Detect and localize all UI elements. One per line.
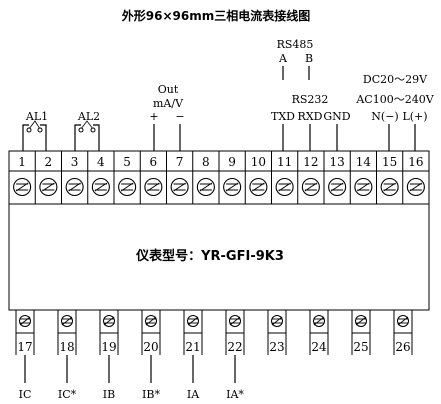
rs485-group: RS485 A B (277, 38, 314, 80)
bottom-terminal: 23 (267, 309, 287, 355)
bottom-terminal-strip: 17 18 19 20 21 22 23 24 25 26 (15, 309, 413, 355)
bottom-terminal: 22 (225, 309, 245, 355)
top-terminal: 10 (244, 151, 268, 204)
current-input-lead: IB* (142, 355, 160, 401)
power-ac-range: AC100～240V (355, 93, 434, 106)
meter-body: 仪表型号：YR-GFI-9K3 (8, 203, 430, 311)
top-terminal-number: 9 (228, 155, 236, 169)
bottom-terminal: 26 (393, 309, 413, 355)
bottom-terminal: 24 (309, 309, 329, 355)
current-input-lead: IC (19, 355, 32, 401)
rs232-rxd: RXD (298, 110, 323, 123)
top-terminal: 6 (139, 151, 163, 204)
rs485-a: A (278, 52, 288, 65)
analog-output-plus: + (149, 110, 158, 123)
current-inputs: IC IC* IB IB* IA IA* (19, 355, 244, 401)
bottom-terminal-number: 24 (311, 340, 327, 354)
rs232-gnd: GND (323, 110, 350, 123)
rs485-b: B (305, 52, 313, 65)
rs232-txd: TXD (271, 110, 295, 123)
top-terminal-number: 8 (202, 155, 210, 169)
top-terminal-number: 15 (382, 155, 397, 169)
top-terminal-number: 12 (303, 155, 318, 169)
top-terminal: 1 (13, 155, 32, 197)
bottom-terminal: 19 (99, 309, 119, 355)
rs485-title: RS485 (277, 38, 314, 51)
bottom-terminal: 17 (15, 309, 35, 355)
bottom-terminal-number: 19 (101, 340, 116, 354)
top-terminal: 16 (402, 151, 425, 204)
current-input-label: IB* (142, 388, 160, 401)
top-terminal-number: 1 (18, 155, 26, 169)
top-terminal: 3 (61, 151, 84, 204)
bottom-terminal-number: 21 (185, 340, 200, 354)
top-terminal: 8 (192, 151, 215, 204)
top-terminal: 12 (297, 151, 320, 204)
bottom-terminal-number: 20 (143, 340, 158, 354)
diagram-title: 外形96×96mm三相电流表接线图 (122, 8, 310, 23)
top-terminal-number: 16 (408, 155, 423, 169)
bottom-terminal-number: 25 (353, 340, 368, 354)
top-terminal: 15 (376, 151, 399, 204)
relay-al2: AL2 (74, 110, 100, 151)
model-label: 仪表型号：YR-GFI-9K3 (135, 248, 284, 264)
rs232-title: RS232 (292, 93, 329, 106)
current-input-label: IA* (226, 388, 244, 401)
bottom-terminal: 20 (141, 309, 161, 355)
top-terminal-number: 6 (150, 155, 158, 169)
analog-output: Out mA/V + − (149, 83, 185, 151)
top-terminal: 13 (323, 151, 347, 204)
current-input-label: IC* (58, 388, 77, 401)
bottom-terminal-number: 22 (227, 340, 242, 354)
top-terminal-number: 10 (251, 155, 266, 169)
rs232-group: RS232 TXD RXD GND (271, 93, 351, 151)
current-input-lead: IB (103, 355, 115, 401)
top-terminal-number: 2 (45, 155, 53, 169)
top-terminal: 11 (271, 151, 294, 204)
top-terminal: 2 (34, 151, 58, 204)
top-terminal-number: 13 (329, 155, 344, 169)
analog-output-label-2: mA/V (153, 97, 184, 110)
current-input-lead: IA (187, 355, 200, 401)
analog-output-minus: − (175, 110, 184, 123)
power-dc-range: DC20～29V (363, 73, 428, 86)
current-input-label: IC (19, 388, 32, 401)
top-terminal: 9 (218, 151, 242, 204)
bottom-terminal-number: 18 (59, 340, 74, 354)
top-terminal-number: 7 (176, 155, 184, 169)
current-input-lead: IA* (226, 355, 244, 401)
top-terminal: 4 (87, 151, 110, 204)
top-terminal: 7 (166, 151, 189, 204)
top-terminal-number: 5 (123, 155, 131, 169)
top-terminal-number: 3 (71, 155, 79, 169)
current-input-label: IB (103, 388, 115, 401)
top-terminal-number: 4 (97, 155, 105, 169)
top-terminal: 5 (113, 151, 137, 204)
relay-al1: AL1 (22, 110, 48, 151)
bottom-terminal-number: 17 (17, 340, 32, 354)
analog-output-label-1: Out (158, 83, 179, 96)
bottom-terminal: 21 (183, 309, 203, 355)
top-terminal-number: 11 (277, 155, 292, 169)
power-neutral: N(−) (371, 110, 398, 123)
current-input-label: IA (187, 388, 200, 401)
relay-al1-label: AL1 (25, 110, 48, 123)
power-group: DC20～29V AC100～240V N(−) L(+) (355, 73, 435, 151)
current-input-lead: IC* (58, 355, 77, 401)
relay-al2-label: AL2 (77, 110, 100, 123)
bottom-terminal-number: 26 (395, 340, 410, 354)
power-live: L(+) (402, 110, 427, 123)
bottom-terminal: 18 (57, 309, 77, 355)
bottom-terminal: 25 (351, 309, 371, 355)
top-terminal: 14 (349, 151, 373, 204)
bottom-terminal-number: 23 (269, 340, 284, 354)
top-terminal-number: 14 (356, 155, 372, 169)
